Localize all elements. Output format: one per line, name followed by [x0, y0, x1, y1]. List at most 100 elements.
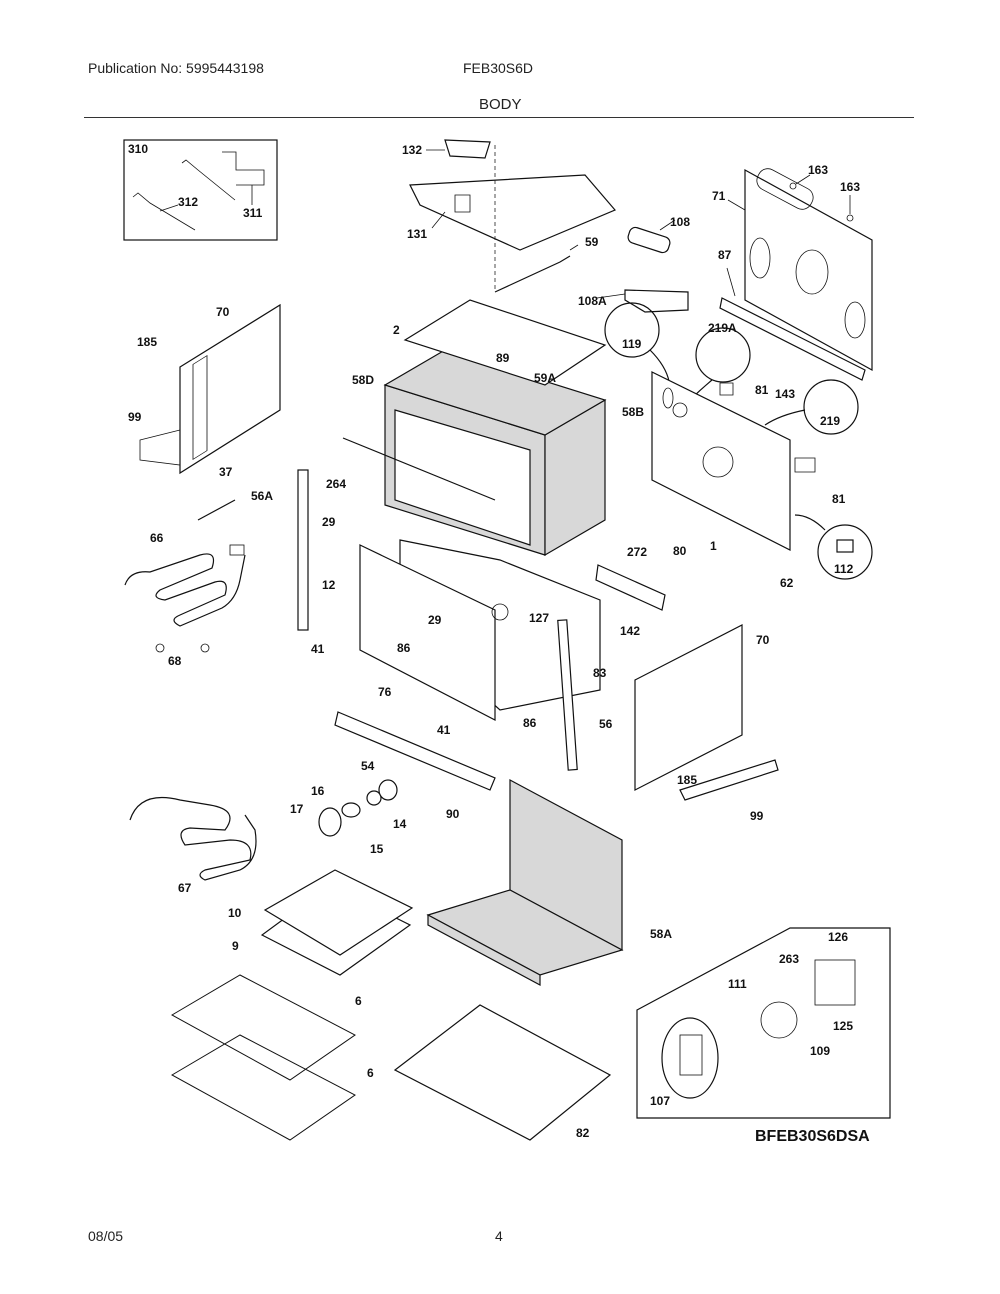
part-label-132: 132 [402, 143, 423, 157]
part-label-17: 17 [290, 802, 304, 816]
side-rail-56 [557, 619, 578, 771]
part-label-312: 312 [178, 195, 199, 209]
part-label-82: 82 [576, 1126, 590, 1140]
part-label-56: 56 [599, 717, 613, 731]
top-vent-cover [409, 139, 616, 290]
oven-insulation-58b [383, 349, 607, 557]
control-panel-bracket-1 [651, 371, 816, 551]
part-label-107: 107 [650, 1094, 671, 1108]
part-label-58d: 58D [352, 373, 375, 387]
callout-circle-219 [803, 379, 859, 435]
callout-circle-119 [604, 302, 660, 358]
footer-date: 08/05 [88, 1228, 124, 1244]
part-label-12: 12 [322, 578, 336, 592]
screw-68 [155, 643, 165, 653]
callout-circle-219a [695, 327, 751, 383]
oven-liner [359, 539, 601, 721]
broil-element-66 [124, 544, 246, 627]
part-label-112: 112 [834, 562, 854, 576]
part-label-81: 81 [755, 383, 769, 397]
part-label-54: 54 [361, 759, 375, 773]
side-panel-70-right [634, 624, 779, 801]
part-label-219a: 219A [708, 321, 737, 335]
part-label-99: 99 [128, 410, 142, 424]
side-rail-56a [297, 469, 309, 631]
bake-element-67 [129, 796, 257, 881]
part-label-56a: 56A [251, 489, 274, 503]
header-rule [84, 117, 914, 118]
oven-bottom-82 [393, 1004, 612, 1141]
publication-number: Publication No: 5995443198 [88, 60, 264, 76]
part-label-163: 163 [808, 163, 829, 177]
part-label-272: 272 [627, 545, 648, 559]
part-label-37: 37 [219, 465, 233, 479]
part-label-142: 142 [620, 624, 641, 638]
side-panel-70-left [139, 303, 281, 475]
part-label-15: 15 [370, 842, 384, 856]
part-label-70: 70 [756, 633, 770, 647]
oven-racks [170, 974, 356, 1141]
part-label-108a: 108A [578, 294, 607, 308]
part-label-62: 62 [780, 576, 794, 590]
part-label-2: 2 [393, 323, 400, 337]
part-label-83: 83 [593, 666, 607, 680]
part-label-58b: 58B [622, 405, 645, 419]
part-label-29: 29 [322, 515, 336, 529]
part-label-126: 126 [828, 930, 849, 944]
door-trim-90 [334, 711, 496, 791]
baffle-142 [595, 564, 666, 611]
part-label-67: 67 [178, 881, 192, 895]
part-label-10: 10 [228, 906, 242, 920]
part-label-185: 185 [137, 335, 158, 349]
convection-fan-inset [636, 927, 891, 1119]
part-label-131: 131 [407, 227, 428, 241]
callout-circle-112 [817, 524, 873, 580]
part-label-71: 71 [712, 189, 726, 203]
part-label-163: 163 [840, 180, 861, 194]
part-label-14: 14 [393, 817, 407, 831]
vent-tube-59 [494, 255, 571, 293]
model-number: FEB30S6D [463, 60, 534, 76]
part-label-86: 86 [523, 716, 537, 730]
part-label-108: 108 [670, 215, 691, 229]
diagram-code: BFEB30S6DSA [755, 1128, 870, 1145]
part-label-70: 70 [216, 305, 230, 319]
part-label-58a: 58A [650, 927, 673, 941]
part-label-6: 6 [367, 1066, 374, 1080]
part-label-264: 264 [326, 477, 347, 491]
part-label-143: 143 [775, 387, 796, 401]
part-label-109: 109 [810, 1044, 831, 1058]
part-label-119: 119 [622, 337, 642, 351]
terminal-block-108 [596, 219, 689, 313]
sensor-probe-37 [197, 499, 236, 521]
part-label-59: 59 [585, 235, 599, 249]
page-number: 4 [495, 1228, 503, 1244]
broiler-pan-and-grid [260, 869, 414, 976]
part-label-66: 66 [150, 531, 164, 545]
part-label-59a: 59A [534, 371, 557, 385]
part-label-68: 68 [168, 654, 182, 668]
part-label-89: 89 [496, 351, 510, 365]
part-label-310: 310 [128, 142, 149, 156]
rear-panel-71 [719, 168, 873, 381]
part-label-185: 185 [677, 773, 698, 787]
part-label-127: 127 [529, 611, 550, 625]
part-label-41: 41 [311, 642, 325, 656]
part-label-99: 99 [750, 809, 764, 823]
part-label-1: 1 [710, 539, 717, 553]
part-label-90: 90 [446, 807, 460, 821]
part-label-111: 111 [728, 977, 747, 991]
shelf-rail-264 [342, 437, 496, 501]
part-label-6: 6 [355, 994, 362, 1008]
part-label-29: 29 [428, 613, 442, 627]
part-label-76: 76 [378, 685, 392, 699]
part-label-81: 81 [832, 492, 846, 506]
part-label-125: 125 [833, 1019, 854, 1033]
part-label-311: 311 [243, 206, 263, 220]
part-label-263: 263 [779, 952, 800, 966]
top-plate-2 [403, 299, 607, 386]
section-title: BODY [479, 96, 522, 113]
part-label-87: 87 [718, 248, 732, 262]
part-label-41: 41 [437, 723, 451, 737]
